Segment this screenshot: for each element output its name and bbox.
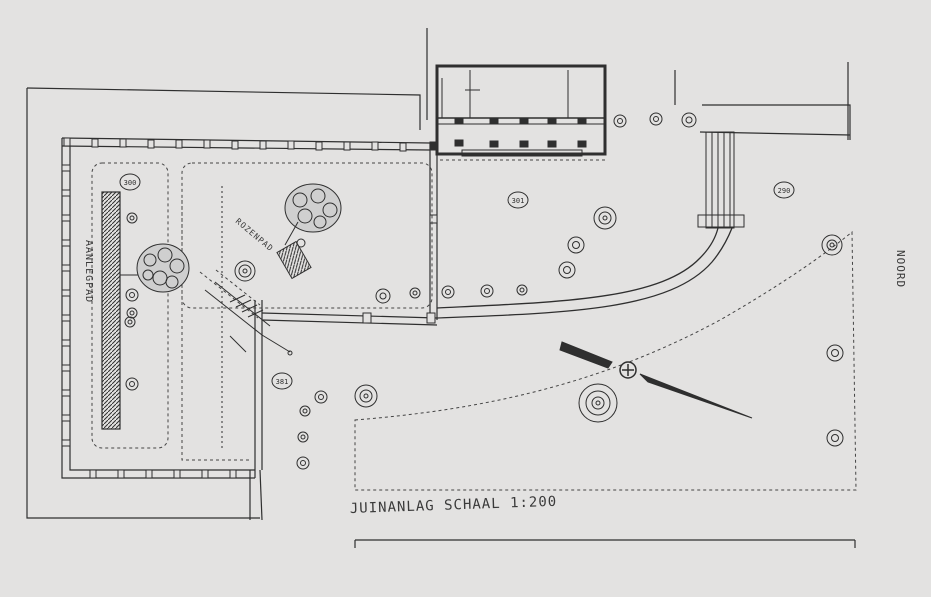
wall-pillars xyxy=(61,137,438,479)
shrub xyxy=(613,114,627,128)
north-label: NOORD xyxy=(894,250,907,288)
house-building xyxy=(429,64,607,157)
shrub xyxy=(558,261,576,279)
shrub xyxy=(234,260,256,282)
shrub xyxy=(649,112,663,126)
shrub xyxy=(299,405,311,417)
shrubs xyxy=(124,112,844,470)
tag-label: 381 xyxy=(276,378,289,386)
plan-title: JUINANLAG SCHAAL 1:200 xyxy=(350,494,558,517)
tag-label: 290 xyxy=(778,187,791,195)
shrub xyxy=(593,206,617,230)
tag-marker: 290 xyxy=(773,181,795,199)
shrub xyxy=(516,284,528,296)
shrub xyxy=(480,284,494,298)
tag-marker: 381 xyxy=(271,372,293,390)
walkway-label: ROZENPAD xyxy=(234,217,275,254)
pergola-bed xyxy=(101,191,150,430)
tree-large xyxy=(284,183,342,246)
tag-label: 300 xyxy=(124,179,137,187)
shrub xyxy=(125,377,139,391)
shrub xyxy=(821,234,843,256)
shrub xyxy=(354,384,378,408)
north-arrow-icon xyxy=(559,341,753,419)
shrub xyxy=(567,236,585,254)
garden-paths xyxy=(91,159,857,491)
plant-tags: 301 300 381 290 xyxy=(119,173,795,390)
shrub xyxy=(126,212,138,224)
shrub xyxy=(126,307,138,319)
shrub xyxy=(314,390,328,404)
tree-large xyxy=(136,243,190,293)
diagonal-walkway xyxy=(204,186,293,448)
shrub xyxy=(125,288,139,302)
shrub xyxy=(297,431,309,443)
pergola-label: AANLEGPAD xyxy=(83,240,94,303)
tag-marker: 300 xyxy=(119,173,141,191)
shrub xyxy=(681,112,697,128)
shrub xyxy=(826,344,844,362)
shrub xyxy=(124,316,136,328)
shrub xyxy=(296,456,310,470)
tag-marker: 301 xyxy=(507,191,529,209)
shrub xyxy=(826,429,844,447)
shrub xyxy=(375,288,391,304)
garden-steps xyxy=(697,131,745,229)
shrub xyxy=(409,287,421,299)
shrub xyxy=(441,285,455,299)
lawn-edge xyxy=(436,227,733,319)
tag-label: 301 xyxy=(512,197,525,205)
shrub xyxy=(578,383,618,423)
fountain-basin xyxy=(276,238,312,280)
trees xyxy=(136,183,342,293)
